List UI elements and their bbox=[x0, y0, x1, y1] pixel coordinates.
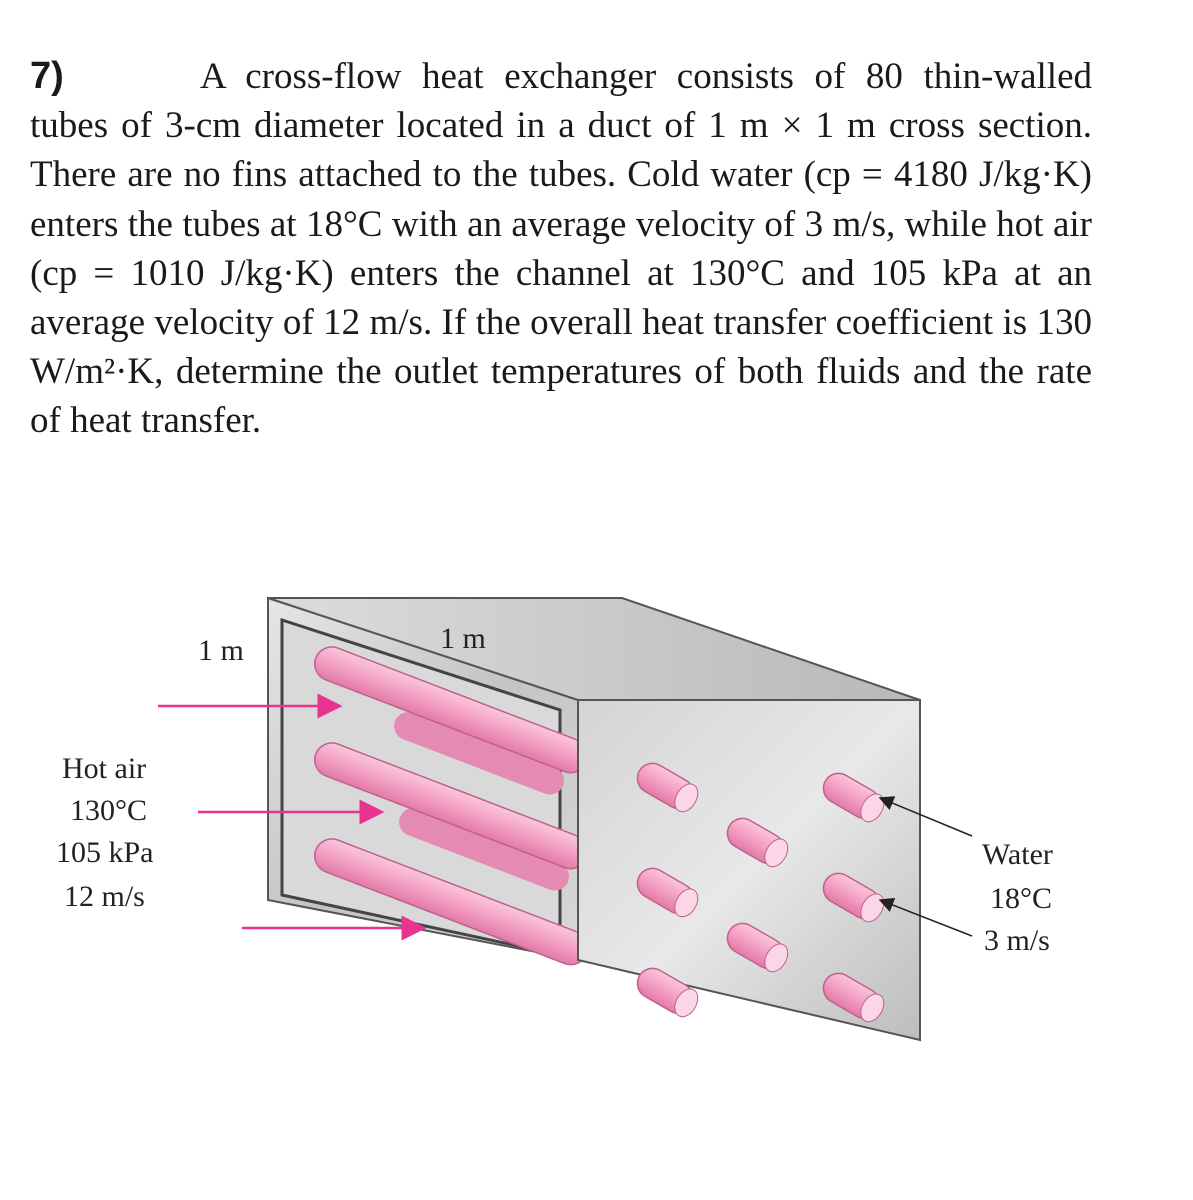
hot-air-pressure: 105 kPa bbox=[56, 836, 154, 869]
dim-height-label: 1 m bbox=[198, 634, 244, 667]
problem-text: A cross-flow heat exchanger consists of … bbox=[30, 56, 1092, 442]
tube-ends bbox=[636, 762, 885, 1023]
water-pointers bbox=[878, 796, 973, 937]
water-temperature: 18°C bbox=[990, 882, 1052, 915]
water-label: Water bbox=[982, 838, 1053, 871]
inner-tubes bbox=[394, 712, 569, 891]
heat-exchanger-diagram: 1 m 1 m Hot air 130°C 105 kPa 12 m/s Wat… bbox=[56, 596, 1053, 1042]
hot-air-label: Hot air bbox=[62, 752, 146, 785]
hot-air-temperature: 130°C bbox=[70, 794, 147, 827]
dim-width-label: 1 m bbox=[440, 622, 486, 655]
problem-statement: 7)A cross-flow heat exchanger consists o… bbox=[30, 52, 1092, 446]
heat-exchanger-figure: 1 m 1 m Hot air 130°C 105 kPa 12 m/s Wat… bbox=[0, 560, 1193, 1080]
water-velocity: 3 m/s bbox=[984, 924, 1050, 957]
hot-air-arrows bbox=[158, 693, 427, 941]
hot-air-velocity: 12 m/s bbox=[64, 880, 145, 913]
long-tubes bbox=[314, 646, 589, 966]
problem-number: 7) bbox=[30, 55, 64, 97]
